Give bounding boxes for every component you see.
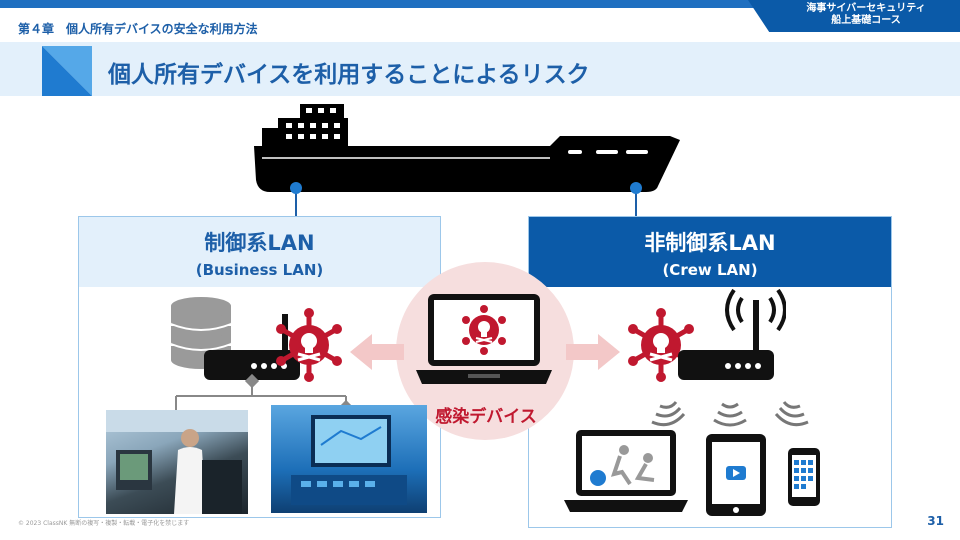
virus-skull-icon-right	[622, 306, 700, 384]
control-lan-title: 制御系LAN	[204, 231, 315, 255]
crew-lan-subtitle: (Crew LAN)	[662, 261, 758, 279]
ecdis-console-photo	[271, 405, 427, 513]
bridge-officer-photo	[106, 410, 248, 514]
virus-skull-icon	[270, 306, 348, 384]
control-lan-header: 制御系LAN (Business LAN)	[79, 217, 440, 287]
crew-laptop-icon	[564, 428, 688, 516]
page-title: 個人所有デバイスを利用することによるリスク	[108, 62, 590, 88]
infected-device-label: 感染デバイス	[435, 407, 537, 427]
course-line-2: 船上基礎コース	[831, 15, 901, 26]
page-number: 31	[927, 514, 944, 528]
database-icon	[168, 296, 234, 372]
ship-icon	[250, 100, 690, 200]
title-band	[0, 42, 960, 96]
crew-lan-header: 非制御系LAN (Crew LAN)	[529, 217, 891, 287]
arrow-left-icon	[350, 334, 404, 370]
copyright-notice: © 2023 ClassNK 無断の複写・複製・転載・電子化を禁じます	[18, 520, 190, 527]
wifi-router-icon	[676, 286, 786, 386]
tablet-icon	[704, 432, 768, 518]
course-badge: 海事サイバーセキュリティ 船上基礎コース	[748, 0, 960, 32]
course-line-1: 海事サイバーセキュリティ	[806, 3, 926, 14]
smartphone-icon	[786, 446, 822, 508]
top-accent-bar	[0, 0, 960, 8]
arrow-right-icon	[566, 334, 620, 370]
control-lan-subtitle: (Business LAN)	[195, 261, 324, 279]
crew-lan-title: 非制御系LAN	[644, 231, 776, 255]
infected-laptop-icon	[414, 290, 554, 390]
chapter-label: 第４章 個人所有デバイスの安全な利用方法	[18, 22, 258, 36]
